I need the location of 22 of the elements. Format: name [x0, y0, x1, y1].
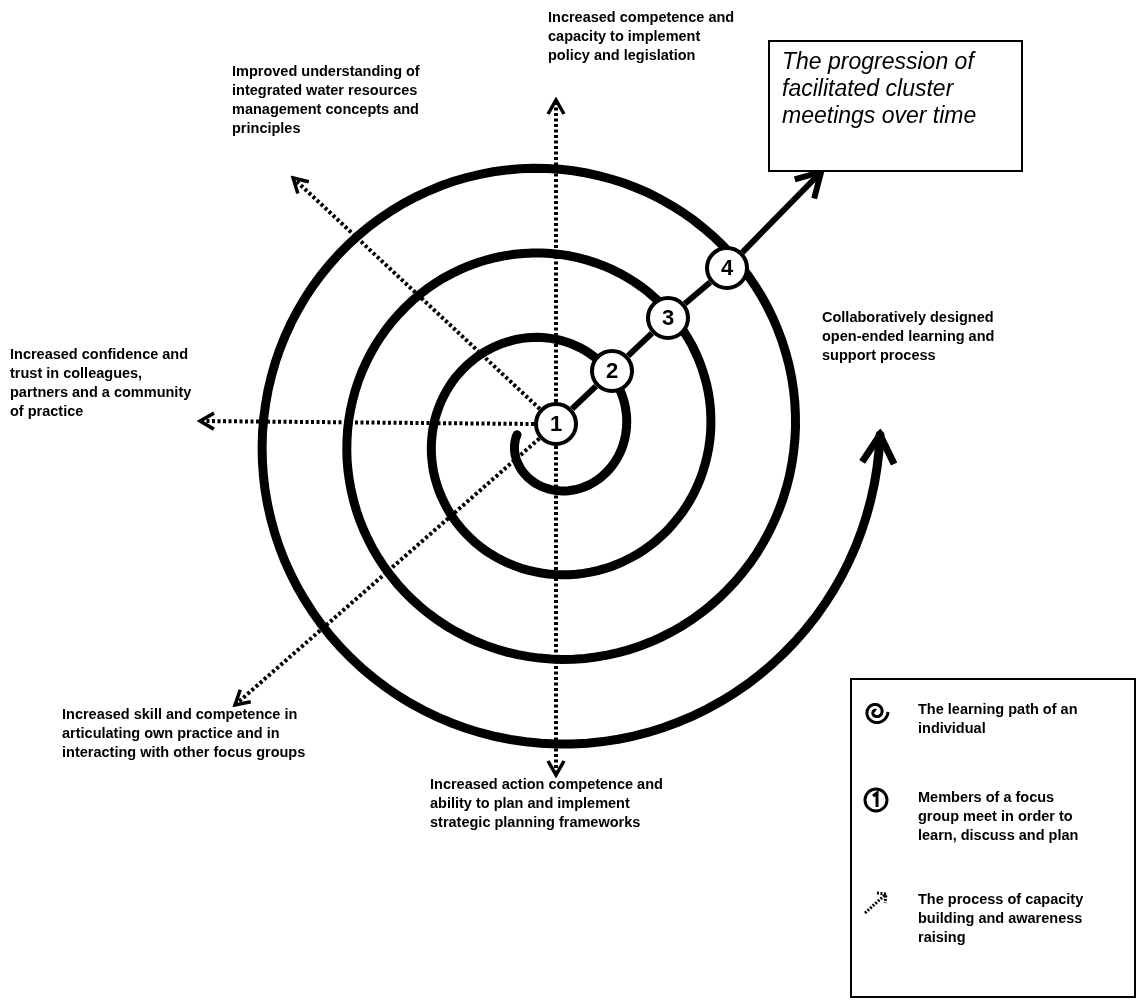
dotted-arrow: [291, 176, 542, 411]
numbered-circle: 3: [646, 296, 690, 340]
legend-text: Members of a focus group meet in order to learn, discuss and plan: [918, 788, 1080, 845]
outcome-text: Increased competence and capacity to implement policy and legislation: [548, 8, 738, 100]
numbered-circle: 2: [590, 349, 634, 393]
connector-line: [682, 279, 713, 307]
connector-line: [625, 330, 655, 359]
legend-text: The learning path of an individual: [918, 700, 1079, 738]
outcome-text: Increased confidence and trust in colleagues, partners and a community of practice: [10, 345, 200, 421]
text-box: The progression of facilitated cluster meetings over time: [768, 40, 1023, 172]
numbered-circle: 1: [534, 402, 578, 446]
annotation-text: Collaboratively designed open-ended learning and support process: [822, 308, 996, 365]
dotted-arrow: [546, 98, 566, 402]
dotted-arrow: [546, 446, 566, 777]
outcome-text: Increased skill and competence in articulating own practice and in interacting with other focus groups: [62, 705, 327, 762]
dotted-arrow: [198, 411, 534, 431]
numbered-circle: 4: [705, 246, 749, 290]
outcome-text: Increased action competence and ability to plan and implement strategic planning frameworks: [430, 775, 665, 832]
legend-text: The process of capacity building and awareness raising: [918, 890, 1085, 947]
dotted-arrow: [233, 437, 541, 707]
connector-line: [569, 383, 599, 412]
outcome-text: Improved understanding of integrated water resources management concepts and principles: [232, 62, 487, 178]
